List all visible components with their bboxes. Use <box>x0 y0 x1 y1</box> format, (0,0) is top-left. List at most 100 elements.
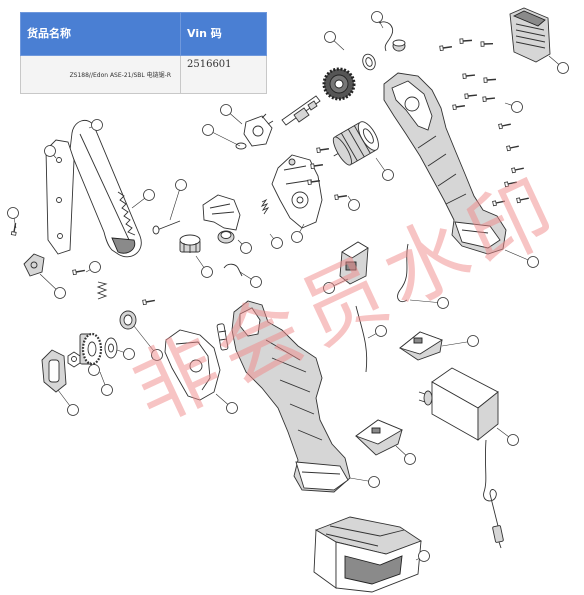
side-cover-outline <box>189 359 203 373</box>
motor-outline <box>333 153 339 157</box>
tool-housing-left-outline <box>265 339 323 441</box>
drive-shaft-outline <box>293 107 310 123</box>
motor-lead-wire <box>355 305 368 373</box>
charger-cable-outline <box>498 541 502 549</box>
hex-nut <box>67 351 81 368</box>
guide-pin-outline <box>218 330 228 341</box>
screw <box>452 102 466 111</box>
header-vin-code: Vin 码 <box>180 12 267 56</box>
callout-marker <box>44 145 56 157</box>
tool-housing-right-outline <box>461 229 489 234</box>
bearing-ring-outline <box>123 314 133 326</box>
callout-marker <box>291 231 303 243</box>
gear-housing-outline <box>271 154 323 229</box>
battery-pack-outline <box>344 555 403 585</box>
callout-marker <box>323 282 335 294</box>
sprocket-gear-outline <box>81 332 103 366</box>
battery-latch <box>509 7 551 63</box>
battery-charger-outline <box>423 390 433 406</box>
drive-gear-outline <box>334 79 344 89</box>
guide-pin <box>216 323 229 351</box>
charger-cable <box>483 439 504 549</box>
control-board <box>399 331 444 361</box>
hook-clip <box>223 263 243 277</box>
screw <box>439 43 453 52</box>
screw <box>464 92 478 100</box>
tool-housing-right-outline <box>454 221 501 249</box>
wire-harness-outline <box>397 243 409 303</box>
clamp-bracket <box>202 194 241 244</box>
table-row: ZS188//Edon ASE-21/SBL 电链锯-R 2516601 <box>20 55 267 94</box>
callout-marker <box>418 550 430 562</box>
callout-marker <box>368 476 380 488</box>
sprocket-washer <box>104 337 118 359</box>
callout-marker <box>226 402 238 414</box>
nut-plate-outline <box>23 253 45 277</box>
gear-bracket-outline <box>243 115 273 147</box>
motor <box>332 121 379 166</box>
chain-guard-plate-outline <box>57 233 63 239</box>
callout-marker <box>557 62 569 74</box>
tool-housing-left-outline <box>301 471 341 475</box>
hex-nut-outline <box>71 356 77 362</box>
gear-housing <box>271 154 323 229</box>
callout-marker <box>382 169 394 181</box>
switch-board-outline <box>371 427 381 434</box>
clamp-bracket-outline <box>202 194 241 231</box>
tool-housing-right-outline <box>417 135 467 205</box>
screw <box>316 145 330 154</box>
motor-lead-wire-outline <box>355 305 368 373</box>
callout-marker <box>54 287 66 299</box>
tool-housing-right <box>383 72 507 255</box>
callout-marker <box>123 348 135 360</box>
clamp-bracket-outline <box>209 203 235 215</box>
bushing-outline <box>392 39 406 47</box>
callout-marker <box>7 207 19 219</box>
callout-marker <box>202 124 214 136</box>
nut-plate-outline <box>30 261 38 269</box>
spring-clip-outline <box>378 21 394 52</box>
bearing-ring <box>119 310 137 330</box>
callout-marker <box>271 237 283 249</box>
callout-marker <box>91 119 103 131</box>
charger-cable-outline <box>483 439 499 527</box>
screw <box>510 165 525 174</box>
callout-marker <box>201 266 213 278</box>
power-switch <box>339 241 369 285</box>
table-header-row: 货品名称 Vin 码 <box>20 12 267 56</box>
drive-shaft-outline <box>307 100 318 111</box>
saw-chain <box>117 191 136 236</box>
callout-marker <box>151 349 163 361</box>
callout-marker <box>143 189 155 201</box>
guide-bar-outline <box>111 237 136 254</box>
retaining-ring-outline <box>362 53 376 71</box>
side-cover <box>164 329 221 401</box>
guide-pin-outline <box>216 323 229 351</box>
callout-marker <box>220 104 232 116</box>
side-cover-outline <box>175 341 211 391</box>
washer-outline <box>235 142 247 150</box>
screw <box>497 121 512 130</box>
end-plate-outline <box>48 359 60 383</box>
gear-bracket <box>243 113 274 147</box>
screw <box>141 297 156 306</box>
end-plate <box>41 349 67 393</box>
motor-outline <box>340 125 371 162</box>
callout-markers <box>7 11 569 562</box>
small-spring <box>260 198 270 215</box>
callout-marker <box>240 242 252 254</box>
callout-marker <box>375 325 387 337</box>
retaining-ring <box>362 53 376 71</box>
nut-plate <box>23 253 45 277</box>
saw-chain-outline <box>117 191 136 236</box>
callout-marker <box>101 384 113 396</box>
screw <box>503 179 518 188</box>
bushing <box>392 39 406 52</box>
small-spring-outline <box>260 198 270 215</box>
battery-latch-outline <box>512 10 546 27</box>
callout-marker <box>175 179 187 191</box>
callout-marker <box>527 256 539 268</box>
tension-knob-outline <box>179 234 201 246</box>
sprocket-washer-outline <box>104 337 118 359</box>
